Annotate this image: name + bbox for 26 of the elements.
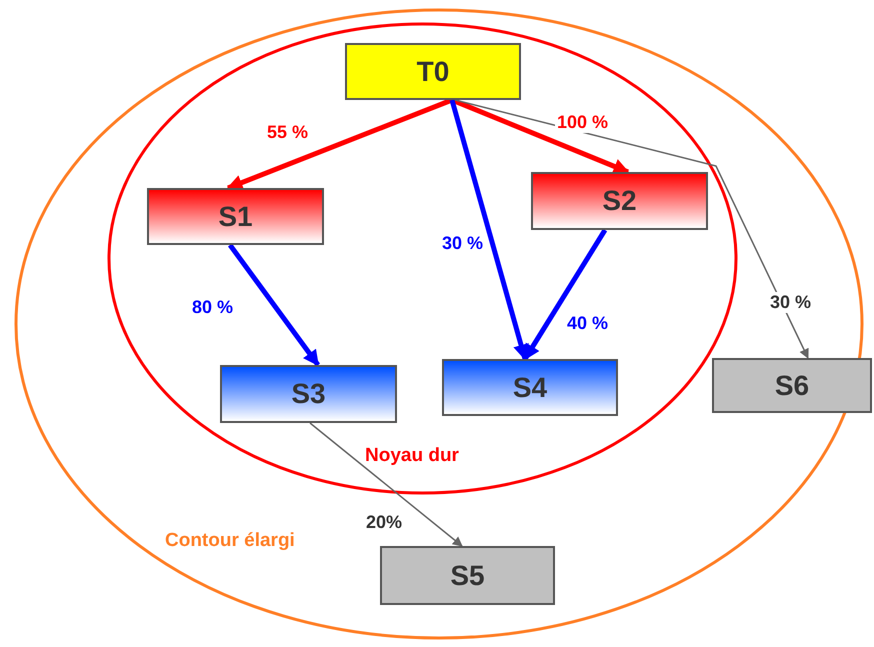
entity-label: T0 xyxy=(416,56,450,88)
arrow xyxy=(522,228,608,360)
entity-label: S5 xyxy=(450,560,485,592)
entity-box xyxy=(531,172,708,230)
entity-label: S3 xyxy=(291,378,326,410)
arrow xyxy=(226,98,453,190)
entity-label: S6 xyxy=(774,370,810,402)
entity-label: S1 xyxy=(218,200,253,232)
group-ellipse xyxy=(14,8,864,640)
entity-label: S4 xyxy=(512,372,548,404)
group-label: Contour élargi xyxy=(165,530,295,552)
arrow xyxy=(310,422,463,547)
entity-box xyxy=(220,365,397,423)
entity-box xyxy=(345,43,521,100)
entity-box xyxy=(712,358,872,413)
entity-label: S2 xyxy=(602,185,637,217)
entity-box xyxy=(380,546,555,605)
entity-box xyxy=(442,359,618,416)
arrow xyxy=(454,99,809,359)
group-label: Noyau dur xyxy=(365,445,459,467)
arrow xyxy=(228,244,320,366)
edge-label: 30 % xyxy=(768,292,814,313)
group-ellipse xyxy=(107,22,738,495)
entity-box xyxy=(147,188,324,245)
arrow xyxy=(450,99,529,361)
edge-label: 100 % xyxy=(555,112,610,133)
